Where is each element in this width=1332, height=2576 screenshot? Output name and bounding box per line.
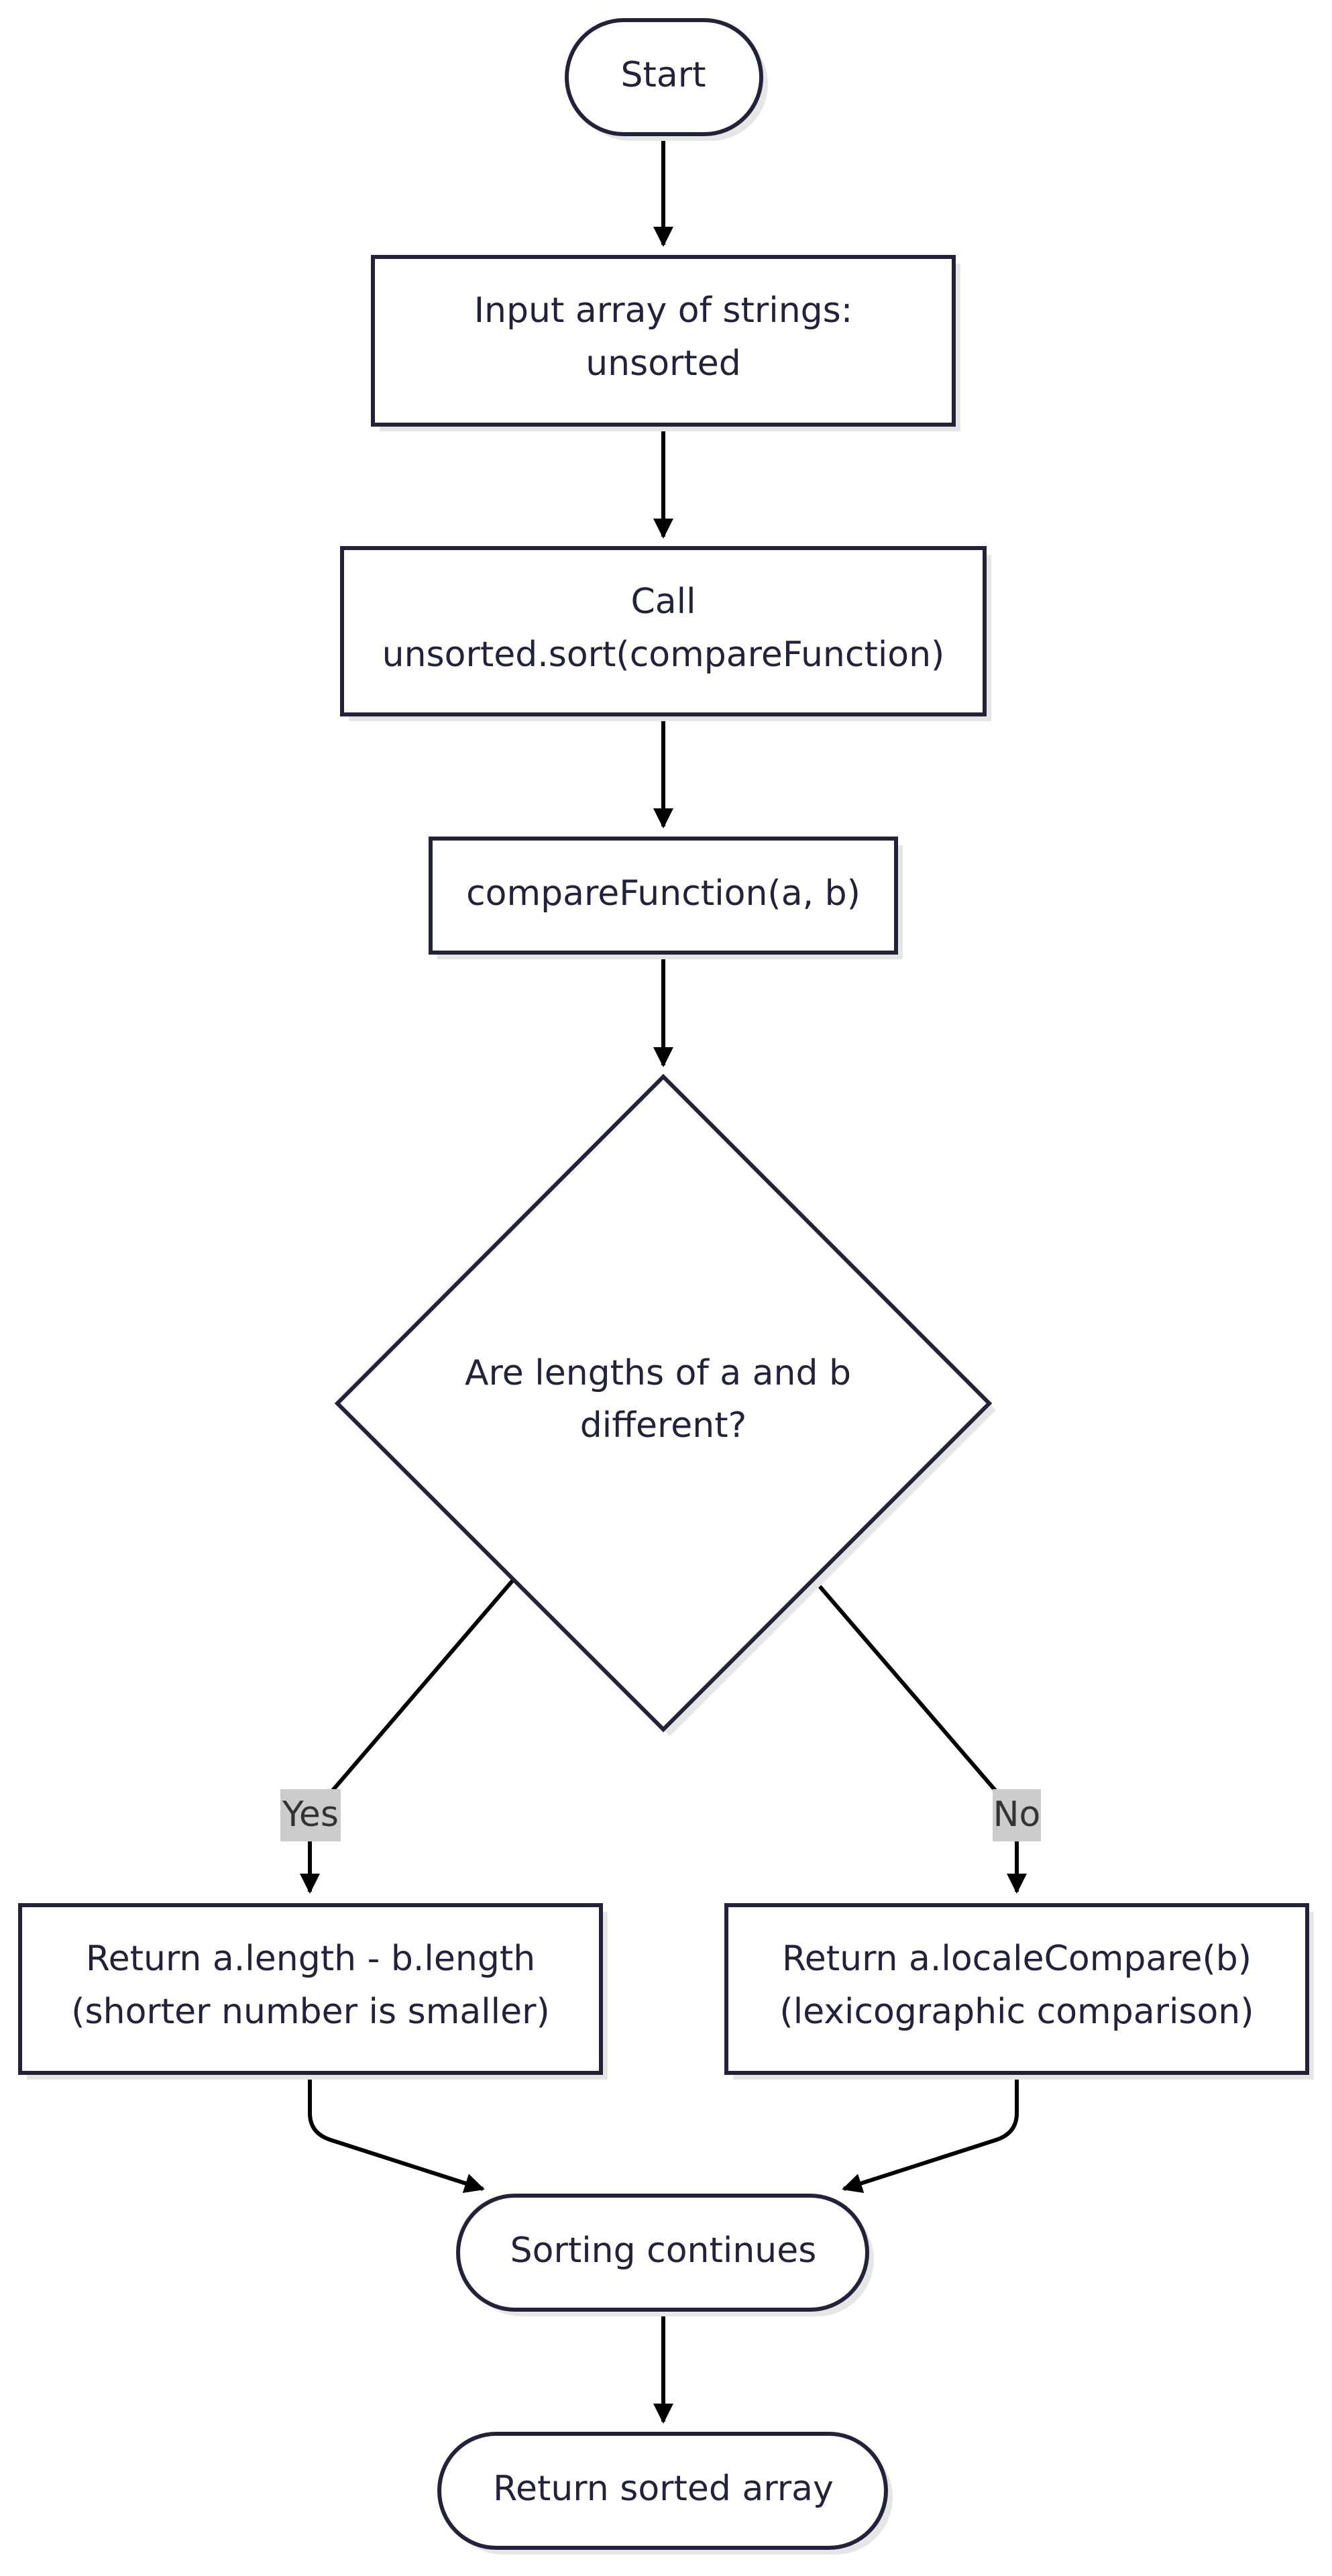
node-return-sorted: Return sorted array — [437, 2432, 893, 2555]
node-start: Start — [565, 18, 768, 141]
node-call-sort-line-2: unsorted.sort(compareFunction) — [382, 635, 945, 675]
edge-label-no-text: No — [993, 1794, 1041, 1835]
node-return-length: Return a.length - b.length (shorter numb… — [18, 1903, 608, 2080]
edge-decision-yes — [330, 1577, 516, 1792]
node-return-length-line-2: (shorter number is smaller) — [71, 1992, 550, 2032]
node-sorting-continues-label: Sorting continues — [510, 2231, 817, 2271]
node-return-sorted-label: Return sorted array — [493, 2469, 834, 2509]
node-decision-line-2: different? — [580, 1405, 746, 1446]
node-start-label: Start — [620, 55, 706, 95]
node-call-sort: Call unsorted.sort(compareFunction) — [340, 546, 991, 721]
node-input: Input array of strings: unsorted — [371, 255, 960, 431]
node-return-locale: Return a.localeCompare(b) (lexicographic… — [724, 1903, 1314, 2080]
node-decision: Are lengths of a and b different? — [334, 1073, 996, 1736]
edges — [300, 134, 1027, 2424]
node-input-line-1: Input array of strings: — [474, 290, 853, 331]
edge-label-no: No — [993, 1789, 1041, 1841]
edge-locale-to-continue — [842, 2073, 1019, 2194]
node-sorting-continues: Sorting continues — [456, 2194, 874, 2316]
edge-label-yes: Yes — [280, 1789, 341, 1841]
node-call-sort-line-1: Call — [630, 582, 696, 622]
node-return-length-line-1: Return a.length - b.length — [86, 1939, 535, 1979]
node-return-locale-line-1: Return a.localeCompare(b) — [782, 1939, 1252, 1979]
edge-label-yes-text: Yes — [282, 1794, 339, 1835]
node-compare-function: compareFunction(a, b) — [429, 837, 903, 959]
edge-length-to-continue — [308, 2073, 485, 2194]
node-input-line-2: unsorted — [586, 343, 741, 384]
edge-decision-no — [811, 1577, 998, 1792]
node-compare-function-label: compareFunction(a, b) — [466, 873, 861, 914]
node-decision-line-1: Are lengths of a and b — [465, 1353, 851, 1393]
node-return-locale-line-2: (lexicographic comparison) — [779, 1992, 1254, 2032]
